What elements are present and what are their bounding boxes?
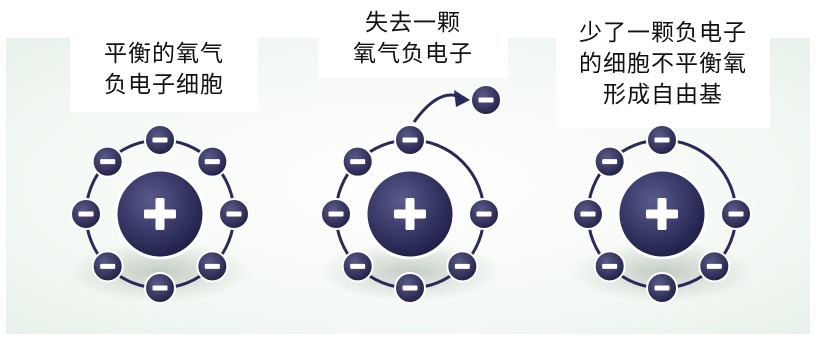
caption-line: 氧气负电子 [353,41,473,67]
caption-line: 平衡的氧气 [104,41,224,67]
plus-icon [405,198,415,230]
caption-line: 负电子细胞 [104,72,224,98]
electron-icon [394,124,426,156]
nucleus [114,168,206,260]
caption-free-radical: 少了一颗负电子 的细胞不平衡氧 形成自由基 [556,0,770,128]
electron-icon [720,198,752,230]
lost-electron-icon [470,84,502,116]
electron-icon [144,124,176,156]
electron-icon [70,198,102,230]
caption-line: 的细胞不平衡氧 [579,50,747,77]
electron-icon [646,272,678,304]
atom-balanced [68,124,252,304]
electron-icon [196,250,229,283]
electron-icon [91,145,124,178]
electron-icon [646,124,678,156]
plus-icon [657,198,667,230]
caption-line: 少了一颗负电子 [579,19,747,46]
electron-icon [320,198,352,230]
electron-icon [341,250,374,283]
electron-icon [468,198,500,230]
atom-free-radical [570,124,754,304]
caption-losing: 失去一颗 氧气负电子 [318,0,508,78]
electron-icon [593,145,626,178]
caption-balanced: 平衡的氧气 负电子细胞 [70,28,258,112]
electron-icon [218,198,250,230]
electron-icon [196,145,229,178]
electron-icon [341,145,374,178]
nucleus [364,168,456,260]
electron-icon [91,250,124,283]
caption-line: 形成自由基 [603,81,723,108]
electron-icon [394,272,426,304]
plus-icon [155,198,165,230]
nucleus [616,168,708,260]
electron-icon [698,250,731,283]
arrowhead-icon [454,90,470,107]
electron-icon [593,250,626,283]
caption-line: 失去一颗 [365,10,461,36]
electron-icon [144,272,176,304]
electron-icon [572,198,604,230]
electron-icon [446,250,479,283]
arrow-path [412,93,463,123]
atom-losing [318,124,502,304]
